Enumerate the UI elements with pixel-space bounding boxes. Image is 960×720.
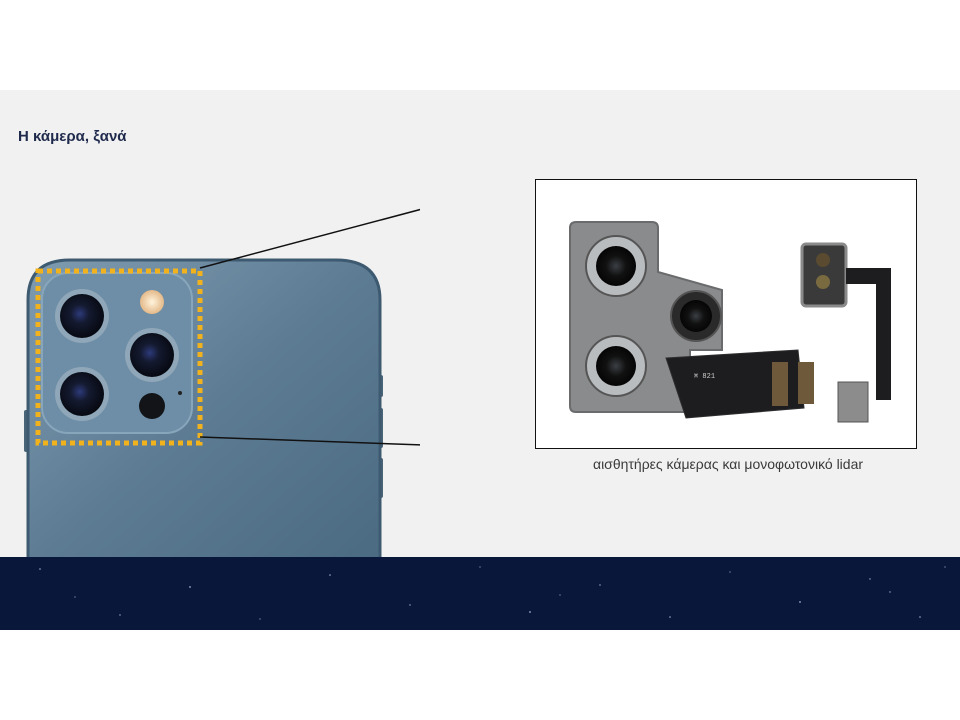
lidar-connector xyxy=(837,381,869,423)
callout-line xyxy=(199,436,420,446)
footer-band xyxy=(0,557,960,630)
camera-lens-icon xyxy=(60,372,104,416)
highlight-box xyxy=(35,268,203,446)
lidar-icon xyxy=(139,393,165,419)
star-dots xyxy=(39,566,946,620)
flash-icon xyxy=(140,290,164,314)
microphone-icon xyxy=(178,391,182,395)
camera-lens-icon xyxy=(60,294,104,338)
camera-lens-icon xyxy=(596,246,636,286)
lidar-flex-cable xyxy=(846,268,891,400)
lidar-receiver xyxy=(816,275,830,289)
flex-cable xyxy=(665,349,805,419)
phone-back-illustration xyxy=(24,208,420,560)
sensors-photo-frame: ⌘ 821 xyxy=(535,179,917,449)
camera-lens-icon xyxy=(680,300,712,332)
lidar-emitter xyxy=(816,253,830,267)
slide-title: Η κάμερα, ξανά xyxy=(18,128,127,145)
camera-sensors-photo: ⌘ 821 xyxy=(569,221,891,423)
connector xyxy=(798,362,814,404)
part-marking: ⌘ 821 xyxy=(694,373,715,381)
camera-lens-icon xyxy=(596,346,636,386)
camera-lens-icon xyxy=(130,333,174,377)
callout-line xyxy=(199,208,420,269)
slide: Η κάμερα, ξανά xyxy=(0,90,960,630)
connector xyxy=(772,362,788,406)
photo-caption: αισθητήρες κάμερας και μονοφωτονικό lida… xyxy=(592,456,864,472)
